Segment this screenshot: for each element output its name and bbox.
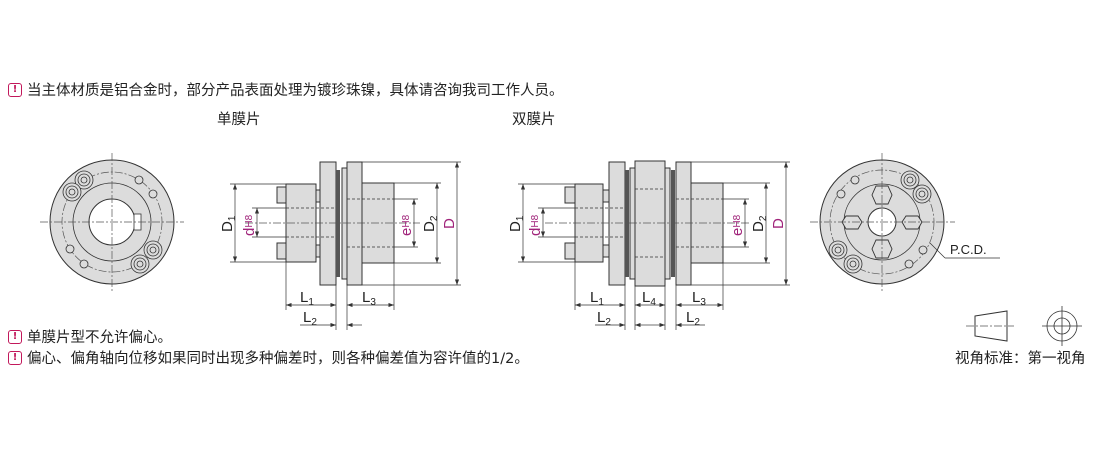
dim-D1: D1: [219, 215, 238, 232]
title-single-diaphragm: 单膜片: [217, 112, 261, 128]
warning-icon: !: [8, 350, 22, 365]
dim-L2-right: L2: [686, 309, 700, 328]
dim-L3: L3: [362, 289, 376, 308]
title-double-diaphragm: 双膜片: [512, 112, 556, 128]
dim-D: D: [770, 218, 787, 229]
end-view-left: [40, 153, 184, 292]
dim-L3: L3: [692, 289, 706, 308]
dim-L2-left: L2: [597, 309, 611, 328]
bolt-heads: [62, 170, 163, 274]
note-single-eccentric: ! 单膜片型不允许偏心。: [8, 326, 172, 347]
side-view-double: D1 dH8 eH8 D2 D L1 L4 L3 L2 L2: [507, 160, 790, 330]
dim-d: dH8: [241, 214, 258, 236]
dim-D: D: [441, 218, 458, 229]
note-text: 当主体材质是铝合金时，部分产品表面处理为镀珍珠镍，具体请咨询我司工作人员。: [27, 83, 564, 99]
pcd-label: P.C.D.: [950, 242, 987, 257]
note-material: ! 当主体材质是铝合金时，部分产品表面处理为镀珍珠镍，具体请咨询我司工作人员。: [8, 79, 564, 100]
dim-L2: L2: [303, 309, 317, 328]
dim-e: eH8: [398, 214, 415, 236]
note-text: 单膜片型不允许偏心。: [27, 330, 172, 346]
dim-L1: L1: [300, 289, 314, 308]
warning-icon: !: [8, 82, 22, 97]
dim-D2: D2: [750, 215, 769, 232]
first-angle-projection-icon: [966, 306, 1082, 346]
dim-d: dH8: [527, 214, 544, 236]
end-view-right: P.C.D.: [810, 153, 1000, 292]
dim-L4: L4: [642, 289, 656, 308]
warning-icon: !: [8, 329, 22, 344]
note-tolerance: ! 偏心、偏角轴向位移如果同时出现多种偏差时，则各种偏差值为容许值的1/2。: [8, 347, 529, 368]
note-text: 偏心、偏角轴向位移如果同时出现多种偏差时，则各种偏差值为容许值的1/2。: [27, 351, 529, 367]
dim-L1: L1: [590, 289, 604, 308]
dim-e: eH8: [729, 214, 746, 236]
dim-D2: D2: [421, 215, 440, 232]
side-view-single: D1 dH8 eH8 D2 D L1 L3 L2: [219, 161, 461, 330]
bolt-heads: [828, 170, 932, 274]
view-standard-label: 视角标准：第一视角: [955, 351, 1086, 367]
dim-D1: D1: [507, 215, 526, 232]
